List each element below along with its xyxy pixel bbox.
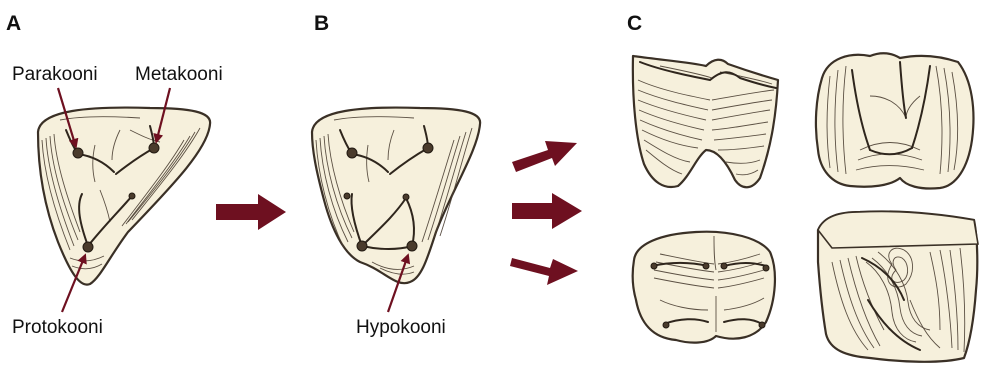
panel-letter-b: B [314,12,329,35]
tooth-c-bottom-right [818,211,978,361]
label-parakooni: Parakooni [12,64,98,85]
cusp-metakooni-a [149,143,159,153]
cusp-c3-5 [663,322,669,328]
tooth-c-top-left [633,56,778,187]
cusp-small-b1 [344,193,350,199]
label-protokooni: Protokooni [12,317,103,338]
tooth-c-top-right [816,53,974,188]
cusp-protokooni-b [357,241,367,251]
cusp-hypokooni-b [407,241,417,251]
cusp-parakooni-b [347,148,357,158]
transition-arrow-b-c-lower [510,258,578,285]
transition-arrow-b-c-middle [512,193,582,229]
transition-arrow-b-c-upper [512,141,577,172]
cusp-c3-6 [759,322,765,328]
panel-letter-a: A [6,12,21,35]
transition-arrow-a-b [216,194,286,230]
cusp-c3-2 [703,263,709,269]
tooth-b [312,108,480,284]
cusp-small-b2 [403,194,409,200]
panel-letter-c: C [627,12,642,35]
cusp-small-a [129,193,135,199]
cusp-c3-4 [763,265,769,271]
cusp-protokooni-a [83,242,93,252]
label-metakooni: Metakooni [135,64,223,85]
tooth-a [38,108,210,285]
tooth-c-bottom-left [633,232,775,343]
label-hypokooni: Hypokooni [356,317,446,338]
cusp-metakooni-b [423,143,433,153]
cusp-parakooni-a [73,148,83,158]
cusp-c3-3 [721,263,727,269]
cusp-c3-1 [651,263,657,269]
